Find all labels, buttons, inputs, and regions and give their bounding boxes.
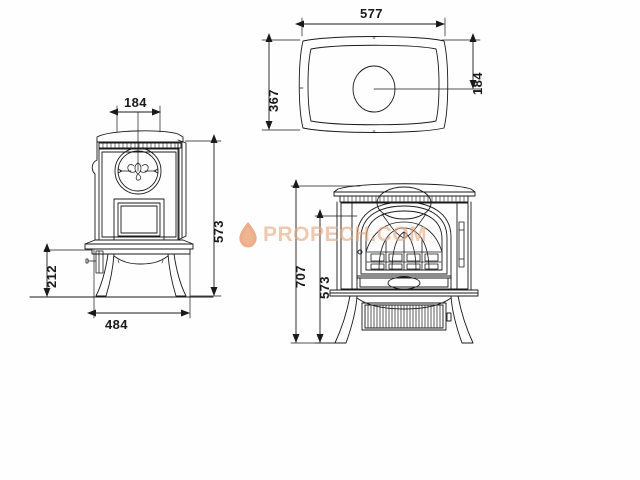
top-view-geometry (298, 36, 449, 133)
top-view-center-marks (299, 37, 376, 132)
side-view-extension-lines (29, 105, 222, 319)
dimension-label-573-front: 573 (317, 276, 332, 299)
dimension-label-573-side: 573 (211, 220, 226, 243)
dimension-label-367: 367 (266, 89, 281, 112)
dimension-label-184-side: 184 (124, 95, 147, 110)
dimension-label-184-top: 184 (470, 72, 485, 95)
dimension-label-707: 707 (293, 265, 308, 288)
dimension-label-212: 212 (44, 265, 59, 288)
side-view-geometry (29, 130, 214, 298)
front-view-geometry (329, 183, 479, 344)
dimension-label-577: 577 (360, 6, 383, 21)
dimension-label-484: 484 (105, 317, 128, 332)
